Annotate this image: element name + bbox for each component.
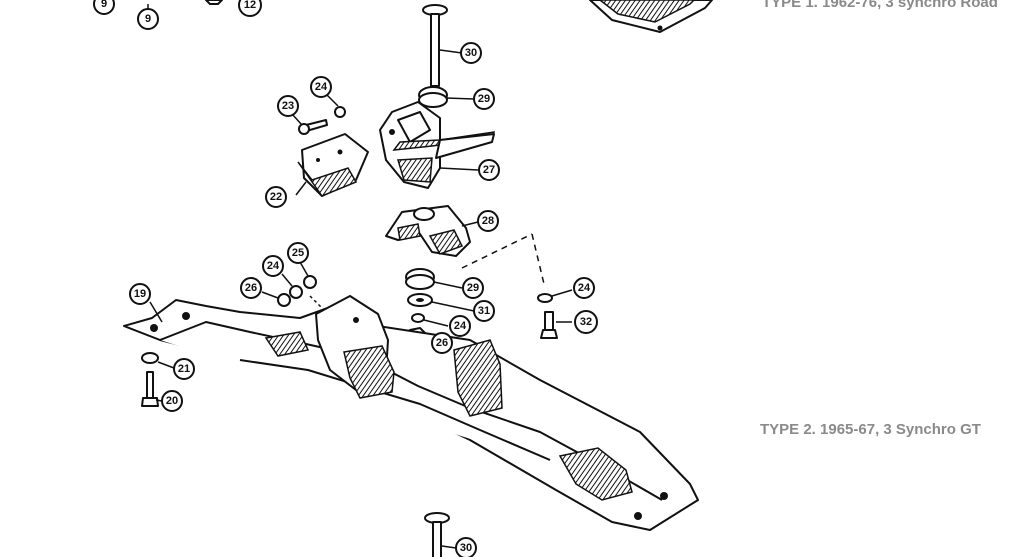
type1-mount-fragment [589, 0, 713, 33]
callout-9b: 9 [137, 8, 159, 30]
svg-text:9: 9 [101, 0, 107, 10]
svg-text:20: 20 [166, 395, 178, 407]
caption-type2: TYPE 2. 1965-67, 3 Synchro GT [760, 421, 981, 438]
svg-text:19: 19 [134, 288, 146, 300]
callout-29-top: 29 [473, 88, 495, 110]
washer-24-mid [281, 273, 303, 299]
washer-31 [407, 293, 475, 312]
callout-28: 28 [477, 210, 499, 232]
svg-text:26: 26 [436, 337, 448, 349]
callout-12: 12 [238, 0, 262, 17]
bolt-23 [291, 113, 328, 135]
caption-type1: TYPE 1. 1962-76, 3 synchro Road [762, 0, 998, 11]
bolt-30-bottom [424, 512, 457, 557]
svg-text:30: 30 [465, 47, 477, 59]
callout-27: 27 [478, 159, 500, 181]
bolt-32 [540, 311, 572, 339]
callout-20: 20 [161, 390, 183, 412]
callout-30-top: 30 [460, 42, 482, 64]
svg-text:9: 9 [145, 13, 151, 25]
callout-22: 22 [265, 186, 287, 208]
washer-24-lower [411, 313, 449, 327]
callout-26-left: 26 [240, 277, 262, 299]
callout-30-bottom: 30 [455, 537, 477, 557]
svg-text:24: 24 [267, 260, 280, 272]
callout-29-mid: 29 [462, 277, 484, 299]
mounting-bracket-27 [379, 101, 496, 189]
callout-25: 25 [287, 242, 309, 264]
washer-25 [299, 261, 317, 289]
callout-26-lower: 26 [431, 332, 453, 354]
svg-text:30: 30 [460, 542, 472, 554]
callout-24-lower: 24 [449, 315, 471, 337]
svg-text:24: 24 [315, 81, 328, 93]
callout-32: 32 [574, 310, 598, 334]
rubber-mount-22 [295, 133, 369, 197]
callout-24-right: 24 [573, 277, 595, 299]
callout-21: 21 [173, 358, 195, 380]
svg-text:27: 27 [483, 164, 495, 176]
svg-text:25: 25 [292, 247, 304, 259]
svg-text:29: 29 [467, 282, 479, 294]
svg-text:28: 28 [482, 215, 494, 227]
bolt-30-top [422, 4, 463, 87]
crossmember-19 [123, 295, 699, 531]
callout-24-top: 24 [310, 76, 332, 98]
svg-text:12: 12 [244, 0, 256, 11]
svg-text:26: 26 [245, 282, 257, 294]
bolt-20 [141, 371, 163, 407]
washer-24-top [325, 93, 346, 118]
washer-24-right [537, 289, 573, 303]
mounting-bracket-28 [385, 205, 479, 257]
callout-31: 31 [473, 300, 495, 322]
nut-26-left [261, 291, 291, 307]
callout-24-mid: 24 [262, 255, 284, 277]
svg-text:29: 29 [478, 93, 490, 105]
svg-text:24: 24 [578, 282, 591, 294]
svg-text:22: 22 [270, 191, 282, 203]
rubber-washer-29-mid [405, 268, 463, 290]
svg-text:32: 32 [580, 316, 592, 328]
callout-9a: 9 [93, 0, 115, 15]
svg-text:31: 31 [478, 305, 490, 317]
washer-21 [141, 352, 175, 369]
rubber-washer-29-top [418, 86, 475, 108]
callout-19: 19 [129, 283, 151, 305]
svg-text:23: 23 [282, 100, 294, 112]
svg-text:24: 24 [454, 320, 467, 332]
svg-text:21: 21 [178, 363, 190, 375]
callout-23: 23 [277, 95, 299, 117]
